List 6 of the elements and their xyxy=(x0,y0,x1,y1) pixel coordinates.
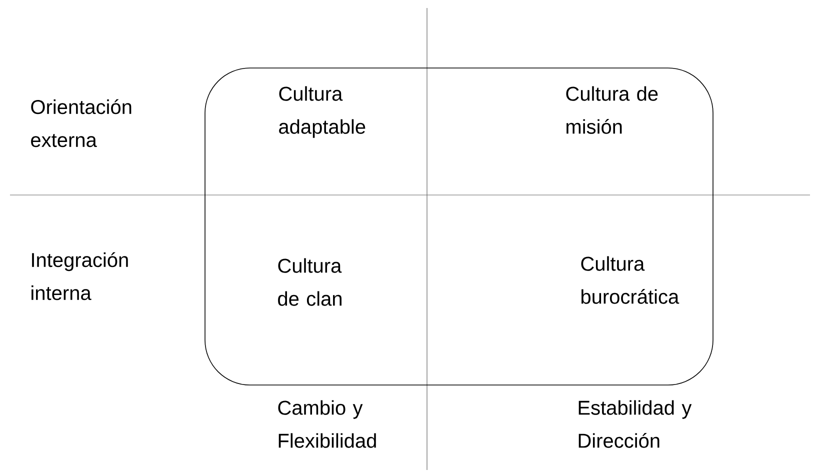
quadrant-text: Cultura burocrática xyxy=(581,256,680,304)
quadrant-text: Cultura de misión xyxy=(566,86,658,134)
quadrant-text: Cultura de clan xyxy=(278,258,342,306)
axis-label: Integración interna xyxy=(32,252,128,300)
axis-label: Orientación externa xyxy=(31,99,132,148)
quadrant-text: Cultura adaptable xyxy=(279,86,366,138)
